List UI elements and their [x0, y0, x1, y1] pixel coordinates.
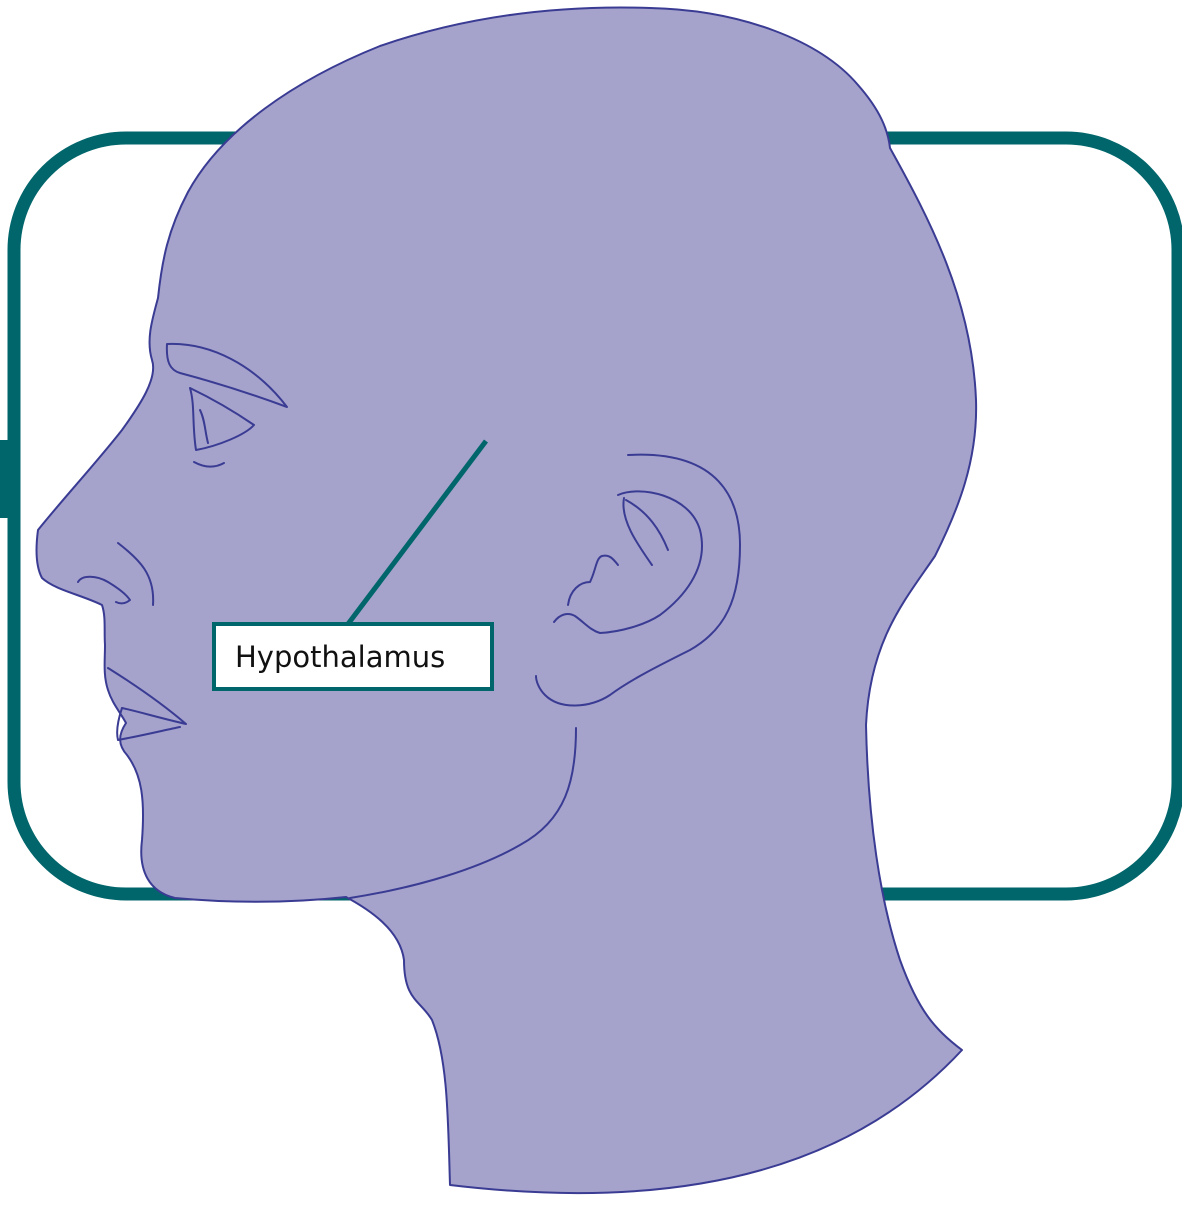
head-silhouette: [37, 7, 977, 1193]
hypothalamus-label: Hypothalamus: [212, 622, 494, 691]
hypothalamus-label-text: Hypothalamus: [235, 640, 445, 674]
frame-left-tab: [0, 440, 8, 518]
